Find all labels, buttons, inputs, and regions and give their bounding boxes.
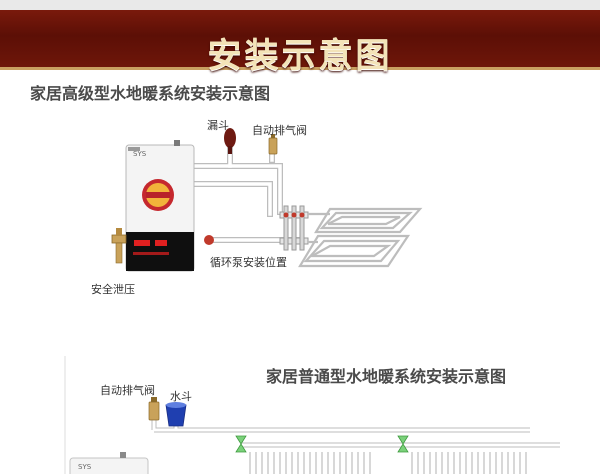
diagram1-pump-valve (204, 235, 214, 245)
label-auto-vent-2: 自动排气阀 (100, 384, 155, 397)
diagram1-safety-valve (111, 228, 127, 264)
diagram2-water-bucket (165, 402, 187, 427)
diagram1-funnel (224, 128, 236, 154)
label-safety-valve: 安全泄压 (91, 283, 135, 296)
title-banner: 安装示意图 (0, 10, 600, 76)
diagram1-manifold (279, 205, 309, 251)
top-strip (0, 0, 600, 10)
diagram2-title: 家居普通型水地暖系统安装示意图 (266, 367, 507, 386)
diagram1-auto-vent (268, 134, 278, 155)
diagram2-radiator-left (249, 452, 371, 474)
diagram2-auto-vent (148, 397, 160, 421)
diagram2-radiator-right (411, 452, 527, 474)
label-auto-vent: 自动排气阀 (252, 124, 307, 137)
diagram1-title: 家居高级型水地暖系统安装示意图 (30, 84, 271, 103)
boiler2-brand: SYS (78, 463, 92, 471)
display-digits (134, 240, 150, 246)
label-pump-position: 循环泵安装位置 (210, 256, 287, 269)
diagram2-green-valves (235, 435, 409, 453)
boiler1-brand: SYS (133, 150, 147, 158)
label-funnel: 漏斗 (207, 119, 229, 132)
diagram1-boiler (125, 140, 195, 272)
diagram1-floor-coils (298, 207, 423, 268)
diagram2-boiler (69, 452, 149, 474)
diagram2-pipes (64, 356, 560, 474)
label-water-bucket: 水斗 (170, 390, 192, 403)
banner-title: 安装示意图 (207, 36, 393, 76)
